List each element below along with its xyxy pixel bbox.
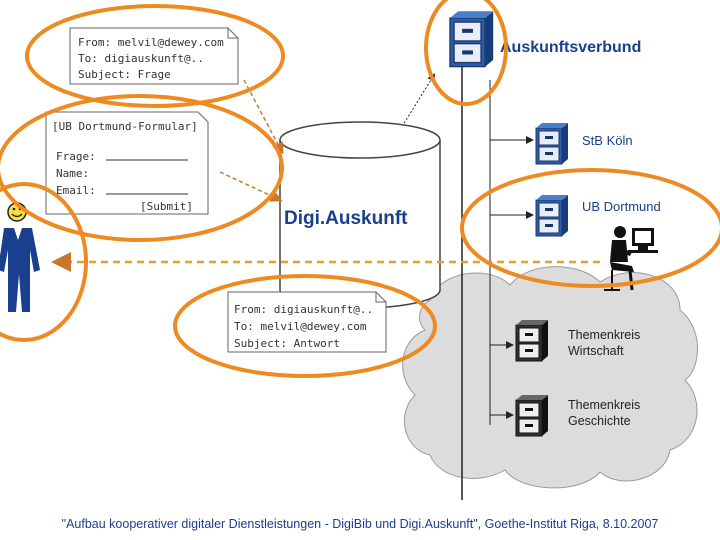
form-title: [UB Dortmund-Formular] — [52, 120, 198, 133]
auskunftsverbund-label: Auskunftsverbund — [500, 39, 641, 56]
ub-dortmund-label: UB Dortmund — [582, 199, 661, 214]
highlight-ellipse-verbund — [424, 0, 508, 106]
highlight-ellipse-form — [0, 94, 284, 242]
user-person-icon — [0, 228, 40, 312]
themenkreis-wirtschaft-line2: Wirtschaft — [568, 344, 624, 358]
form-submit: [Submit] — [140, 200, 193, 213]
highlight-ellipse-dortmund — [460, 168, 720, 288]
web-form-box: [UB Dortmund-Formular] Frage: Name: Emai… — [45, 111, 209, 215]
themenkreis-geschichte-line1: Themenkreis — [568, 398, 640, 412]
filing-cabinet-icon-geschichte — [515, 394, 549, 437]
database-cylinder-icon — [279, 121, 441, 309]
email-in-to: To: digiauskunft@.. — [78, 52, 204, 65]
digiauskunft-label: Digi.Auskunft — [284, 208, 408, 229]
email-in-from: From: melvil@dewey.com — [78, 36, 224, 49]
filing-cabinet-icon-koeln — [535, 122, 569, 165]
arrow-db-to-verbund — [399, 73, 436, 131]
stb-koeln-label: StB Köln — [582, 133, 633, 148]
themenkreis-wirtschaft-line1: Themenkreis — [568, 328, 640, 342]
filing-cabinet-icon-verbund — [449, 10, 494, 68]
email-out-to: To: melvil@dewey.com — [234, 320, 367, 333]
email-in-subject: Subject: Frage — [78, 68, 171, 81]
footer-caption: "Aufbau kooperativer digitaler Dienstlei… — [62, 517, 659, 531]
cloud-shape — [402, 266, 698, 489]
form-email-label: Email: — [56, 184, 96, 197]
themenkreis-geschichte-line2: Geschichte — [568, 414, 631, 428]
email-outgoing-box: From: digiauskunft@.. To: melvil@dewey.c… — [227, 291, 387, 353]
form-name-label: Name: — [56, 167, 89, 180]
filing-cabinet-icon-wirtschaft — [515, 319, 549, 362]
email-out-subject: Subject: Antwort — [234, 337, 340, 350]
highlight-ellipse-email-in — [25, 4, 285, 108]
highlight-ellipse-email-out — [173, 274, 437, 378]
librarian-at-computer-icon — [604, 226, 658, 291]
email-incoming-box: From: melvil@dewey.com To: digiauskunft@… — [69, 27, 239, 85]
email-out-from: From: digiauskunft@.. — [234, 303, 373, 316]
highlight-ellipse-user — [0, 182, 88, 342]
form-frage-label: Frage: — [56, 150, 96, 163]
filing-cabinet-icon-dortmund — [535, 194, 569, 237]
